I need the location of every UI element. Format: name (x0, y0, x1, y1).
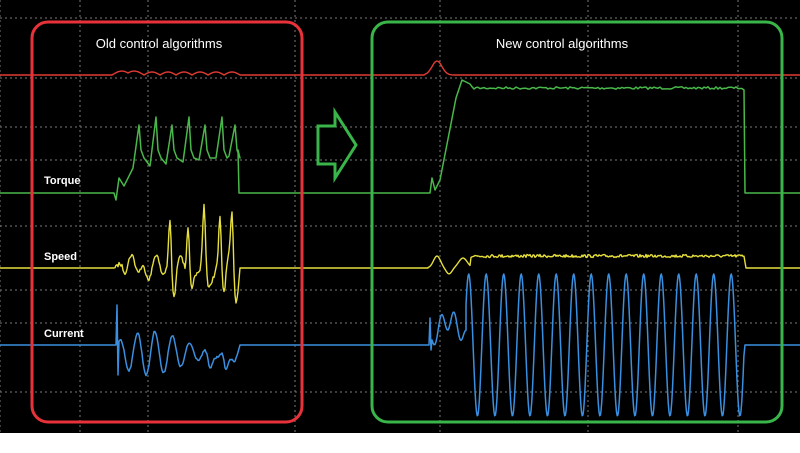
arrow-right-icon (316, 106, 358, 184)
new-algorithm-panel (370, 20, 784, 424)
new-panel-title: New control algorithms (496, 36, 629, 51)
oscilloscope-display: Old control algorithms New control algor… (0, 0, 800, 433)
current-trace (0, 273, 800, 417)
speed-label: Speed (44, 251, 77, 263)
current-label: Current (44, 328, 84, 340)
old-algorithm-panel (30, 20, 304, 424)
old-panel-title: Old control algorithms (96, 36, 223, 51)
speed-trace (0, 203, 800, 304)
torque-label: Torque (44, 175, 80, 187)
reference-trace (0, 60, 800, 76)
grid (0, 0, 800, 433)
torque-trace (0, 79, 800, 201)
traces (0, 60, 800, 417)
oscilloscope-plot: Old control algorithms New control algor… (0, 0, 800, 433)
